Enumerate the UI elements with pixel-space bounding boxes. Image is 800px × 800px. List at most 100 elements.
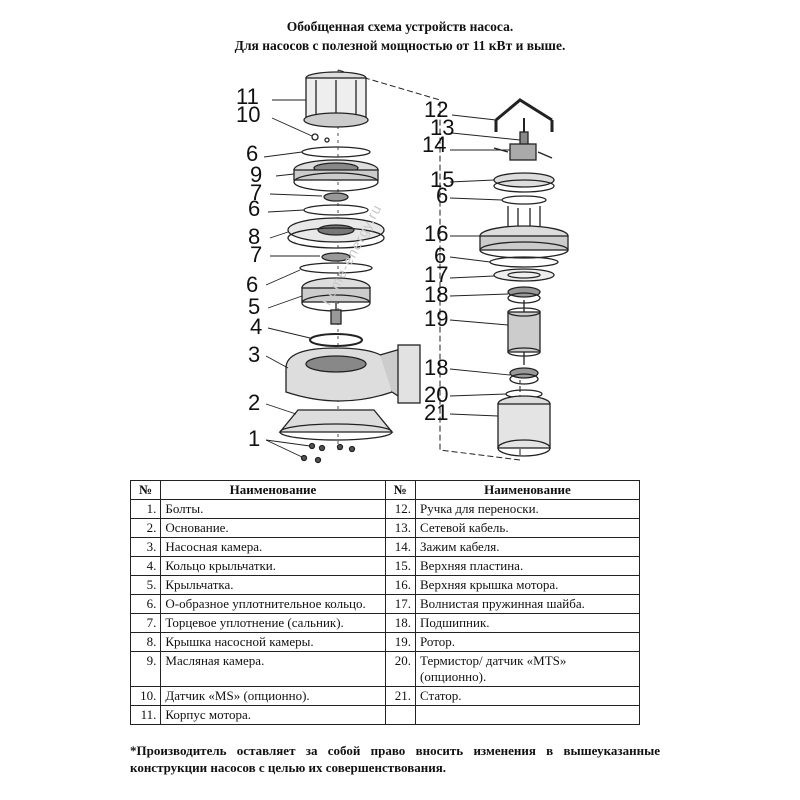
o-ring-part-4 [501,195,547,205]
part-number: 21. [384,686,417,706]
callout-label: 1 [248,426,260,451]
part-name: Верхняя крышка мотора. [415,575,640,595]
callout-label: 6 [246,141,258,166]
table-row: 2.Основание.13.Сетевой кабель. [129,518,640,538]
callout-label: 11 [236,84,259,109]
footnote: *Производитель оставляет за собой право … [130,743,660,775]
part-name: О-образное уплотнительное кольцо. [160,594,386,614]
callout-label: 7 [250,180,262,205]
oil-chamber-part [293,159,379,192]
o-ring-part-2 [303,204,369,216]
callout-label: 17 [424,262,448,287]
callout-label: 8 [248,224,260,249]
cable-clamp-part [493,143,553,161]
carrying-handle-part [494,98,554,132]
connection-line-left [337,69,521,461]
part-number [384,705,417,725]
part-name: Зажим кабеля. [415,537,640,557]
parts-table: № Наименование № Наименование 1.Болты.12… [129,480,640,725]
part-number: 15. [384,556,417,576]
callout-label: 14 [422,132,446,157]
part-number: 2. [129,518,162,538]
part-number: 14. [384,537,417,557]
impeller-ring-part [309,333,363,347]
part-number: 10. [129,686,162,706]
callout-label: 3 [248,342,260,367]
part-name [415,705,640,725]
diagram-subtitle: Для насосов с полезной мощностью от 11 к… [234,38,566,53]
table-row: 4.Кольцо крыльчатки.15.Верхняя пластина. [129,556,640,576]
table-row: 11.Корпус мотора. [129,705,640,725]
header-number-1: № [129,480,162,500]
part-number: 4. [129,556,162,576]
stator-part [497,395,551,457]
part-number: 16. [384,575,417,595]
callout-label: 2 [248,390,260,415]
callout-label: 12 [424,97,448,122]
part-name: Насосная камера. [160,537,386,557]
header-number-2: № [384,480,417,500]
callout-label: 16 [424,221,448,246]
part-name: Волнистая пружинная шайба. [415,594,640,614]
part-number: 3. [129,537,162,557]
stud-bolts-part [507,206,541,228]
part-name: Масляная камера. [160,651,386,687]
part-name: Статор. [415,686,640,706]
mechanical-seal-part-2 [321,252,351,262]
part-number: 12. [384,499,417,519]
table-row: 9.Масляная камера.20.Термистор/ датчик «… [129,651,640,687]
part-number: 5. [129,575,162,595]
callout-label: 5 [248,294,260,319]
part-name: Сетевой кабель. [415,518,640,538]
part-name: Кольцо крыльчатки. [160,556,386,576]
part-number: 18. [384,613,417,633]
table-row: 5.Крыльчатка.16.Верхняя крышка мотора. [129,575,640,595]
pump-chamber-cover-part [287,217,385,249]
header-name-2: Наименование [415,480,640,500]
part-name: Основание. [160,518,386,538]
part-name: Термистор/ датчик «MTS» (опционно). [415,651,640,687]
callout-label: 10 [236,102,260,127]
callout-label: 20 [424,382,448,407]
motor-housing-part [303,71,369,128]
o-ring-part-3 [299,262,373,274]
motor-top-cover-part [479,225,569,259]
part-number: 17. [384,594,417,614]
part-name: Верхняя пластина. [415,556,640,576]
part-name: Ротор. [415,632,640,652]
part-number: 9. [129,651,162,687]
callout-label: 13 [430,115,454,140]
part-name: Ручка для переноски. [415,499,640,519]
table-row: 3.Насосная камера.14.Зажим кабеля. [129,537,640,557]
callout-label: 19 [424,306,448,331]
bearing-part [507,286,541,304]
callout-label: 18 [424,355,448,380]
callout-label: 9 [250,162,262,187]
impeller-part [301,277,371,325]
callout-label: 6 [434,243,446,268]
part-name: Подшипник. [415,613,640,633]
callout-label: 6 [436,183,448,208]
o-ring-part [301,146,371,158]
table-header-row: № Наименование № Наименование [129,480,640,500]
diagram-title: Обобщенная схема устройств насоса. [286,19,514,34]
part-name: Крыльчатка. [160,575,386,595]
part-number: 1. [129,499,162,519]
table-row: 8.Крышка насосной камеры.19.Ротор. [129,632,640,652]
table-row: 7.Торцевое уплотнение (сальник).18.Подши… [129,613,640,633]
table-row: 10.Датчик «MS» (опционно).21.Статор. [129,686,640,706]
callout-label: 21 [424,400,448,425]
part-number: 7. [129,613,162,633]
part-number: 13. [384,518,417,538]
table-row: 6.О-образное уплотнительное кольцо.17.Во… [129,594,640,614]
part-name: Крышка насосной камеры. [160,632,386,652]
part-number: 11. [129,705,162,725]
base-part [278,409,394,441]
callout-label: 6 [248,196,260,221]
part-number: 20. [384,651,417,687]
part-number: 19. [384,632,417,652]
part-name: Датчик «MS» (опционно). [160,686,386,706]
